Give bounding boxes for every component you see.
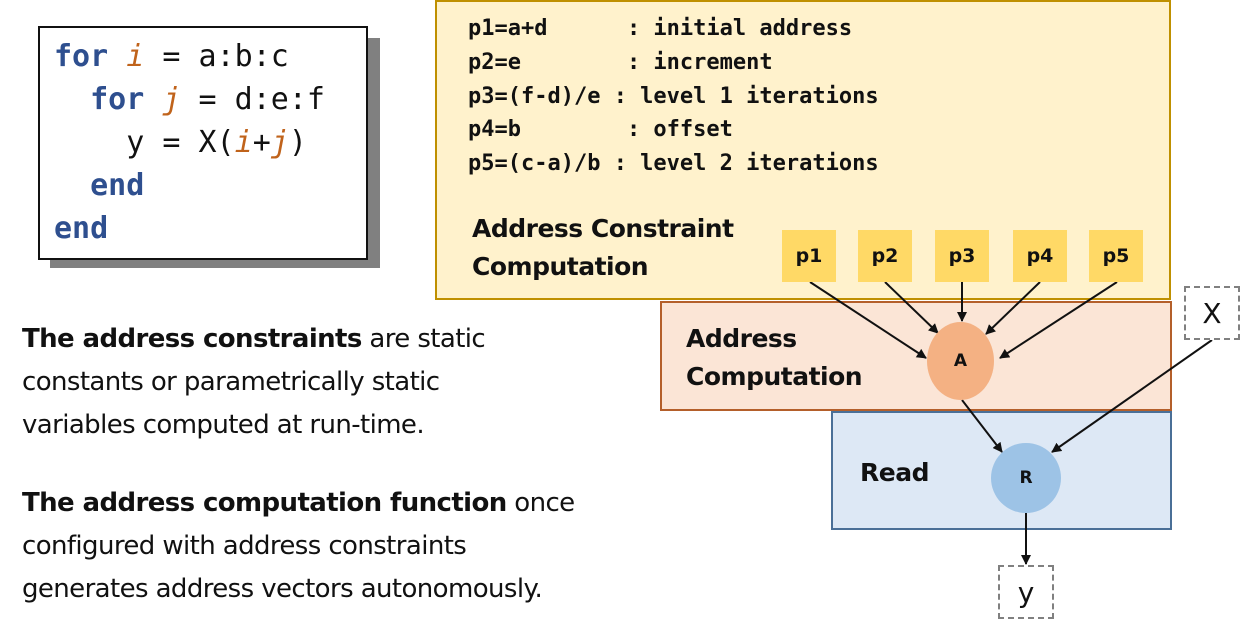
para-line: variables computed at run-time. <box>22 410 425 440</box>
address-region-label: Address Computation <box>686 320 863 396</box>
code-text: = a:b:c <box>144 39 289 74</box>
param-box-p3: p3 <box>935 230 989 282</box>
param-box-p2: p2 <box>858 230 912 282</box>
para-line: constants or parametrically static <box>22 367 440 397</box>
address-node: A <box>927 322 994 400</box>
code-line: for j = d:e:f <box>54 85 325 115</box>
param-box-p4: p4 <box>1013 230 1067 282</box>
param-definition: p3=(f-d)/e : level 1 iterations <box>468 84 879 109</box>
input-x-box: X <box>1184 286 1240 340</box>
para-text: once <box>506 488 575 518</box>
address-function-description: The address computation function once co… <box>22 482 575 611</box>
code-loop-variable: j <box>270 125 289 160</box>
code-line: y = X(i+j) <box>54 128 307 158</box>
code-keyword: for <box>90 82 145 117</box>
code-snippet: for i = a:b:c for j = d:e:f y = X(i+j) e… <box>38 26 368 260</box>
arrow-p5-to-a <box>999 281 1118 359</box>
para-line: configured with address constraints <box>22 531 467 561</box>
read-region-label: Read <box>860 458 929 487</box>
read-region <box>831 411 1172 530</box>
code-text: ) <box>288 125 307 160</box>
label-line: Computation <box>686 362 863 391</box>
bold-term: The address constraints <box>22 324 362 354</box>
para-line: The address constraints are static <box>22 318 486 361</box>
arrow-x-to-r <box>1051 339 1213 453</box>
arrow-p4-to-a <box>985 281 1041 335</box>
bold-term: The address computation function <box>22 488 507 518</box>
param-definition: p5=(c-a)/b : level 2 iterations <box>468 151 879 176</box>
address-constraints-description: The address constraints are static const… <box>22 318 486 447</box>
arrow-p1-to-a <box>809 281 927 359</box>
code-loop-variable: j <box>162 82 181 117</box>
para-line: The address computation function once <box>22 482 575 525</box>
param-definition: p4=b : offset <box>468 117 733 142</box>
param-definition: p2=e : increment <box>468 50 773 75</box>
arrow-a-to-r <box>961 399 1003 453</box>
code-text: y = X( <box>54 125 235 160</box>
code-keyword: for <box>54 39 109 74</box>
label-line: Address Constraint <box>472 214 734 243</box>
code-keyword: end <box>90 168 145 203</box>
param-box-p1: p1 <box>782 230 836 282</box>
para-text: are static <box>361 324 486 354</box>
code-line: end <box>54 171 144 201</box>
code-line: for i = a:b:c <box>54 42 289 72</box>
code-text: = d:e:f <box>180 82 325 117</box>
para-line: generates address vectors autonomously. <box>22 574 543 604</box>
output-y-box: y <box>998 565 1054 619</box>
constraint-region-label: Address Constraint Computation <box>472 210 734 286</box>
label-line: Address <box>686 324 797 353</box>
arrow-p2-to-a <box>884 281 939 334</box>
param-definition: p1=a+d : initial address <box>468 16 853 41</box>
code-loop-variable: i <box>126 39 145 74</box>
label-line: Computation <box>472 252 649 281</box>
code-text: + <box>252 125 271 160</box>
code-keyword: end <box>54 211 109 246</box>
code-loop-variable: i <box>234 125 253 160</box>
read-node: R <box>991 443 1061 513</box>
code-line: end <box>54 214 108 244</box>
param-box-p5: p5 <box>1089 230 1143 282</box>
